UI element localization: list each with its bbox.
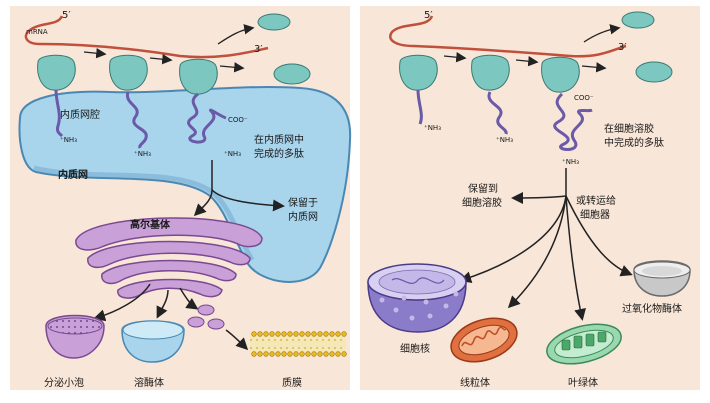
ribosome-small-subunit [257,13,291,31]
coo-label: COO⁻ [574,94,594,102]
ribosome-large-subunit [635,61,673,83]
retain-er-label-2: 内质网 [288,210,318,223]
polypeptide-chain [125,91,148,149]
cyto-polypeptide-label-1: 在细胞溶胶 [604,122,654,135]
ribosome-icon [541,56,580,93]
three-prime-label: 3′ [618,42,627,53]
mrna-direction-arrow [83,48,107,59]
peroxisome [633,260,691,297]
mrna-strand [389,15,627,58]
er-polypeptide-label-1: 在内质网中 [254,133,304,146]
er-lumen-label: 内质网腔 [60,108,100,121]
to-cytosol-arrow [510,191,567,204]
nh3-label-1: ⁺NH₃ [424,124,441,132]
ribosome-icon [179,58,218,95]
five-prime-label: 5′ [62,10,71,21]
er-ribosomes [37,54,218,95]
transport-vesicle [207,318,225,330]
mrna-direction-arrow [149,54,173,65]
ribosome-icon [399,54,438,91]
retain-cytosol-label-1: 保留到 [468,182,498,195]
chloroplast-label: 叶绿体 [568,376,598,389]
to-nucleus-arrow [459,195,567,284]
mrna-direction-arrow [581,62,607,73]
lysosome-label: 溶酶体 [134,376,164,389]
nh3-label-3: ⁺NH₃ [224,150,241,158]
to-chloroplast-arrow [565,195,586,321]
free-ribosomes [399,54,580,93]
to-lysosome-arrow [156,289,169,319]
polypeptide-chain [487,91,508,135]
mrna-strand [24,15,269,59]
transport-vesicle [187,316,205,328]
ribosome-icon [37,54,76,91]
transport-label-2: 细胞器 [580,208,610,221]
secretory-vesicle-top [47,317,103,335]
to-peroxisome-arrow [565,195,633,277]
nucleus-label: 细胞核 [400,342,430,355]
mrna-direction-arrow [443,52,467,63]
to-mitochondrion-arrow [507,195,567,309]
nh3-label-2: ⁺NH₃ [134,150,151,158]
polypeptide-chain [54,89,64,138]
er-polypeptide-label-2: 完成的多肽 [254,147,304,160]
nucleus [367,263,467,333]
membrane-label: 质膜 [282,377,302,389]
mitochondrion-label: 线粒体 [460,376,490,389]
to-vesicle-arrow [93,283,151,322]
mrna-direction-arrow [219,62,245,73]
nh3-label-2: ⁺NH₃ [496,136,513,144]
right-panel: 5′ 3′ ⁺NH₃ ⁺NH₃ ⁺NH₃ COO⁻ 在细胞溶胶 中完成的多肽 保… [360,6,700,390]
ribosome-small-subunit [621,11,655,29]
plasma-membrane [250,331,347,357]
five-prime-label: 5′ [424,10,433,21]
lysosome-top [122,320,184,340]
cyto-polypeptide-label-2: 中完成的多肽 [604,136,664,149]
endoplasmic-reticulum [18,86,352,283]
completed-polypeptide [187,92,227,144]
to-er-retention-arrow [211,189,285,212]
mrna-direction-arrow [515,56,539,67]
peroxisome-label: 过氧化物酶体 [622,302,682,315]
ribosome-release-arrow [583,24,621,43]
completed-polypeptide [553,92,593,151]
transport-vesicle [197,304,215,316]
golgi-apparatus [75,217,263,299]
vesicle-label: 分泌小泡 [44,376,84,389]
mrna-label: mRNA [26,28,48,36]
nh3-label-3: ⁺NH₃ [562,158,579,166]
left-panel: 5′ mRNA 3′ 内质网腔 ⁺NH₃ ⁺NH₃ ⁺NH₃ COO⁻ 在内质网… [10,6,352,390]
ribosome-large-subunit [273,63,311,85]
golgi-label: 高尔基体 [130,218,171,231]
nh3-label-1: ⁺NH₃ [60,136,77,144]
coo-label: COO⁻ [228,116,248,124]
transport-label-1: 或转运给 [576,194,616,207]
mitochondrion [450,317,518,363]
retain-cytosol-label-2: 细胞溶胶 [462,196,502,209]
retain-er-label-1: 保留于 [288,196,318,209]
chloroplast [546,323,622,365]
ribosome-release-arrow [217,24,255,45]
polypeptide-chain [416,89,423,125]
three-prime-label: 3′ [254,44,263,55]
er-label: 内质网 [58,168,88,181]
ribosome-icon [109,54,148,91]
to-membrane-arrow [179,287,199,310]
to-membrane-arrow [225,329,249,351]
ribosome-icon [471,54,510,91]
